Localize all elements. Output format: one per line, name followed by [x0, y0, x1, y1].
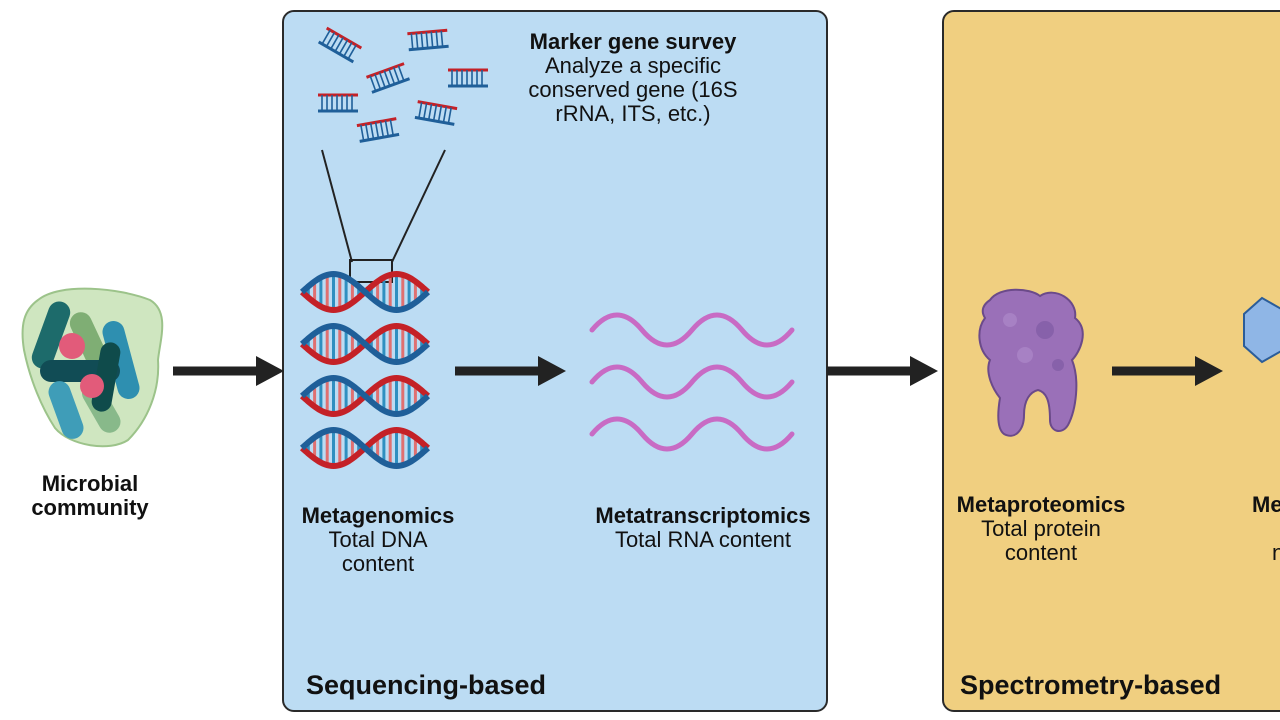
metatranscriptomics-line1: Total RNA content [614, 527, 792, 552]
dna-helix-icon [299, 270, 431, 470]
community-title-2: community [31, 495, 149, 520]
rna-strands-icon [589, 312, 795, 452]
metabolite-icon [1243, 296, 1280, 364]
label-metagenomics: Metagenomics Total DNA content [302, 504, 455, 576]
metaproteomics-title: Metaproteomics [956, 492, 1126, 517]
metabolomics-title: Me [1252, 493, 1280, 517]
group-title-spectrometry: Spectrometry-based [960, 670, 1222, 700]
metaproteomics-line2: content [1004, 540, 1078, 565]
dna-strand [299, 322, 431, 366]
amplicon-fragment [365, 62, 411, 94]
community-title: Microbial [41, 471, 139, 496]
label-metaproteomics: Metaproteomics Total protein content [957, 493, 1126, 565]
metabolomics-line2: n [1272, 540, 1280, 565]
microbial-community-icon [21, 287, 164, 448]
sequencing-panel [282, 10, 828, 712]
group-title-sequencing: Sequencing-based [306, 670, 547, 700]
amplicon-fragment [317, 26, 363, 64]
amplicon-fragment [414, 100, 458, 126]
metagenomics-title: Metagenomics [301, 503, 455, 528]
amplicon-fragment [448, 68, 488, 88]
protein-icon [978, 288, 1084, 437]
metagenomics-line2: content [341, 551, 415, 576]
arrow-metaproteomics-to-metabolomics-icon [1112, 356, 1223, 386]
label-metabolomics-partial: Me n [1252, 493, 1280, 565]
dna-strand [299, 270, 431, 314]
zoom-lines [321, 149, 446, 283]
label-microbial-community: Microbial community [31, 472, 148, 520]
dna-strand [299, 374, 431, 418]
amplicon-fragment [356, 117, 400, 143]
metaproteomics-line1: Total protein [981, 516, 1101, 541]
marker-line2: conserved gene (16S [528, 77, 738, 102]
amplicon-fragments-icon [317, 26, 488, 143]
marker-title: Marker gene survey [529, 29, 737, 54]
amplicon-fragment [318, 93, 358, 113]
metagenomics-line1: Total DNA [328, 527, 428, 552]
marker-line3: rRNA, ITS, etc.) [555, 101, 711, 126]
arrow-metatranscriptomics-to-metaproteomics-icon [827, 356, 938, 386]
marker-line1: Analyze a specific [544, 53, 722, 78]
label-marker-gene-survey: Marker gene survey Analyze a specific co… [528, 30, 737, 126]
metatranscriptomics-title: Metatranscriptomics [595, 503, 811, 528]
arrow-metagenomics-to-metatranscriptomics-icon [455, 356, 566, 386]
label-metatranscriptomics: Metatranscriptomics Total RNA content [595, 504, 810, 552]
arrow-community-to-metagenomics-icon [173, 356, 284, 386]
dna-strand [299, 426, 431, 470]
amplicon-fragment [407, 28, 449, 52]
arrows [173, 356, 1223, 386]
